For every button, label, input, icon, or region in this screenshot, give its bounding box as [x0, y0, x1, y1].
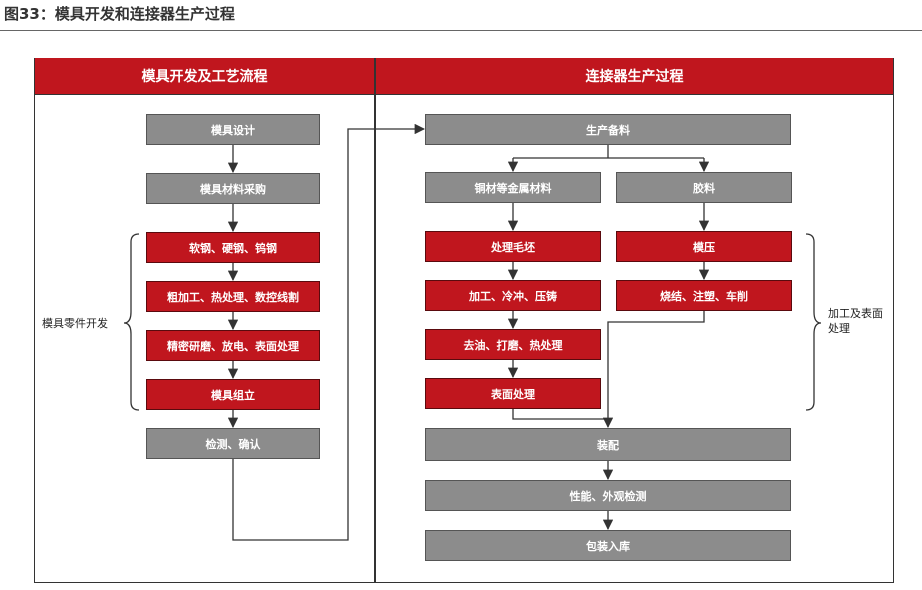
right-bracket-label: 加工及表面处理 — [828, 307, 883, 335]
right-panel-header: 连接器生产过程 — [376, 58, 893, 95]
step-packing-storage: 包装入库 — [425, 530, 791, 561]
left-panel-header: 模具开发及工艺流程 — [35, 58, 374, 95]
step-degrease-polish: 去油、打磨、热处理 — [425, 329, 601, 360]
step-quality-inspection: 性能、外观检测 — [425, 480, 791, 511]
step-production-prep: 生产备料 — [425, 114, 791, 145]
page-title: 图33：模具开发和连接器生产过程 — [4, 5, 235, 23]
step-plastic-material: 胶料 — [616, 172, 792, 203]
step-stamping-casting: 加工、冷冲、压铸 — [425, 280, 601, 311]
step-assembly: 装配 — [425, 428, 791, 461]
step-surface-treatment: 表面处理 — [425, 378, 601, 409]
step-mold-assembly: 模具组立 — [146, 379, 320, 410]
step-molding: 模压 — [616, 231, 792, 262]
step-rough-machining: 粗加工、热处理、数控线割 — [146, 281, 320, 312]
panel-divider — [374, 58, 376, 583]
step-precision-grinding: 精密研磨、放电、表面处理 — [146, 330, 320, 361]
step-mold-design: 模具设计 — [146, 114, 320, 145]
step-sinter-inject-turn: 烧结、注塑、车削 — [616, 280, 792, 311]
step-mold-material-purchase: 模具材料采购 — [146, 173, 320, 204]
left-bracket-label: 模具零件开发 — [42, 317, 108, 330]
step-steel-types: 软钢、硬钢、钨钢 — [146, 232, 320, 263]
step-metal-material: 铜材等金属材料 — [425, 172, 601, 203]
title-rule — [0, 30, 922, 31]
step-inspection-confirm: 检测、确认 — [146, 428, 320, 459]
step-blank-processing: 处理毛坯 — [425, 231, 601, 262]
